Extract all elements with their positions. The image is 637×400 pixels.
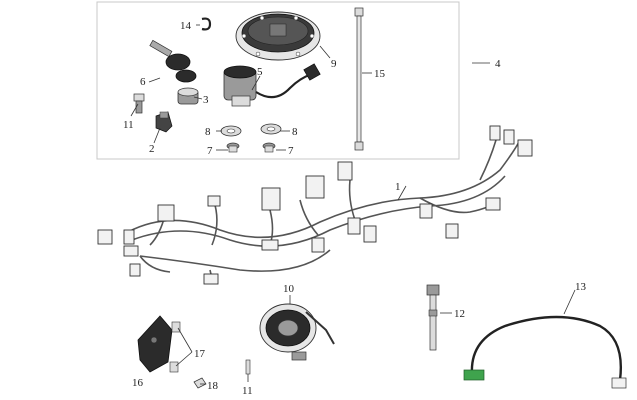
lock-cylinder-part: [177, 87, 199, 105]
sensor-probe-part: [426, 284, 440, 351]
callout-2: 2: [149, 143, 155, 155]
callout-1: 1: [395, 181, 401, 193]
callout-labels: 1 2 3 4 5 6 7 7 8 8 9 10 11 11 12 13 14 …: [123, 20, 587, 397]
sensor-cable-part: [463, 315, 627, 389]
callout-11-top: 11: [123, 119, 134, 131]
callout-7-right: 7: [288, 145, 294, 157]
small-clip-part: [193, 377, 207, 389]
callout-13: 13: [575, 281, 587, 293]
callout-17: 17: [194, 348, 206, 360]
washer-part-right: [260, 123, 282, 135]
callout-18: 18: [207, 380, 219, 392]
callout-8-right: 8: [292, 126, 298, 138]
callout-4: 4: [495, 58, 501, 70]
callout-12: 12: [454, 308, 465, 320]
ignition-lock-set-frame: [96, 1, 460, 160]
screw-part-left: [226, 142, 240, 153]
washer-part-left: [220, 125, 242, 137]
key-part: [149, 39, 197, 83]
callout-14: 14: [180, 20, 192, 32]
callout-16: 16: [132, 377, 144, 389]
bolt-part-bottom: [245, 359, 251, 375]
callout-9: 9: [331, 58, 337, 70]
main-wire-harness-part: [97, 125, 533, 285]
horn-part: [259, 303, 335, 361]
callout-10: 10: [283, 283, 295, 295]
bracket-bolt-part-upper: [171, 321, 181, 333]
callout-11-bottom: 11: [242, 385, 253, 397]
callout-6: 6: [140, 76, 146, 88]
callout-3: 3: [203, 94, 209, 106]
callout-5: 5: [257, 66, 263, 78]
rod-part: [354, 7, 364, 151]
bracket-part: [155, 111, 173, 133]
leader-lines: [130, 24, 576, 385]
screw-part-right: [262, 142, 276, 153]
clip-part: [201, 17, 212, 31]
callout-8-left: 8: [205, 126, 211, 138]
mounting-bracket-part: [137, 315, 173, 373]
bolt-part-top: [133, 93, 145, 114]
fuel-cap-part: [235, 11, 321, 61]
bracket-bolt-part-lower: [169, 361, 179, 373]
callout-15: 15: [374, 68, 386, 80]
callout-7-left: 7: [207, 145, 213, 157]
ignition-switch-part: [223, 63, 321, 107]
